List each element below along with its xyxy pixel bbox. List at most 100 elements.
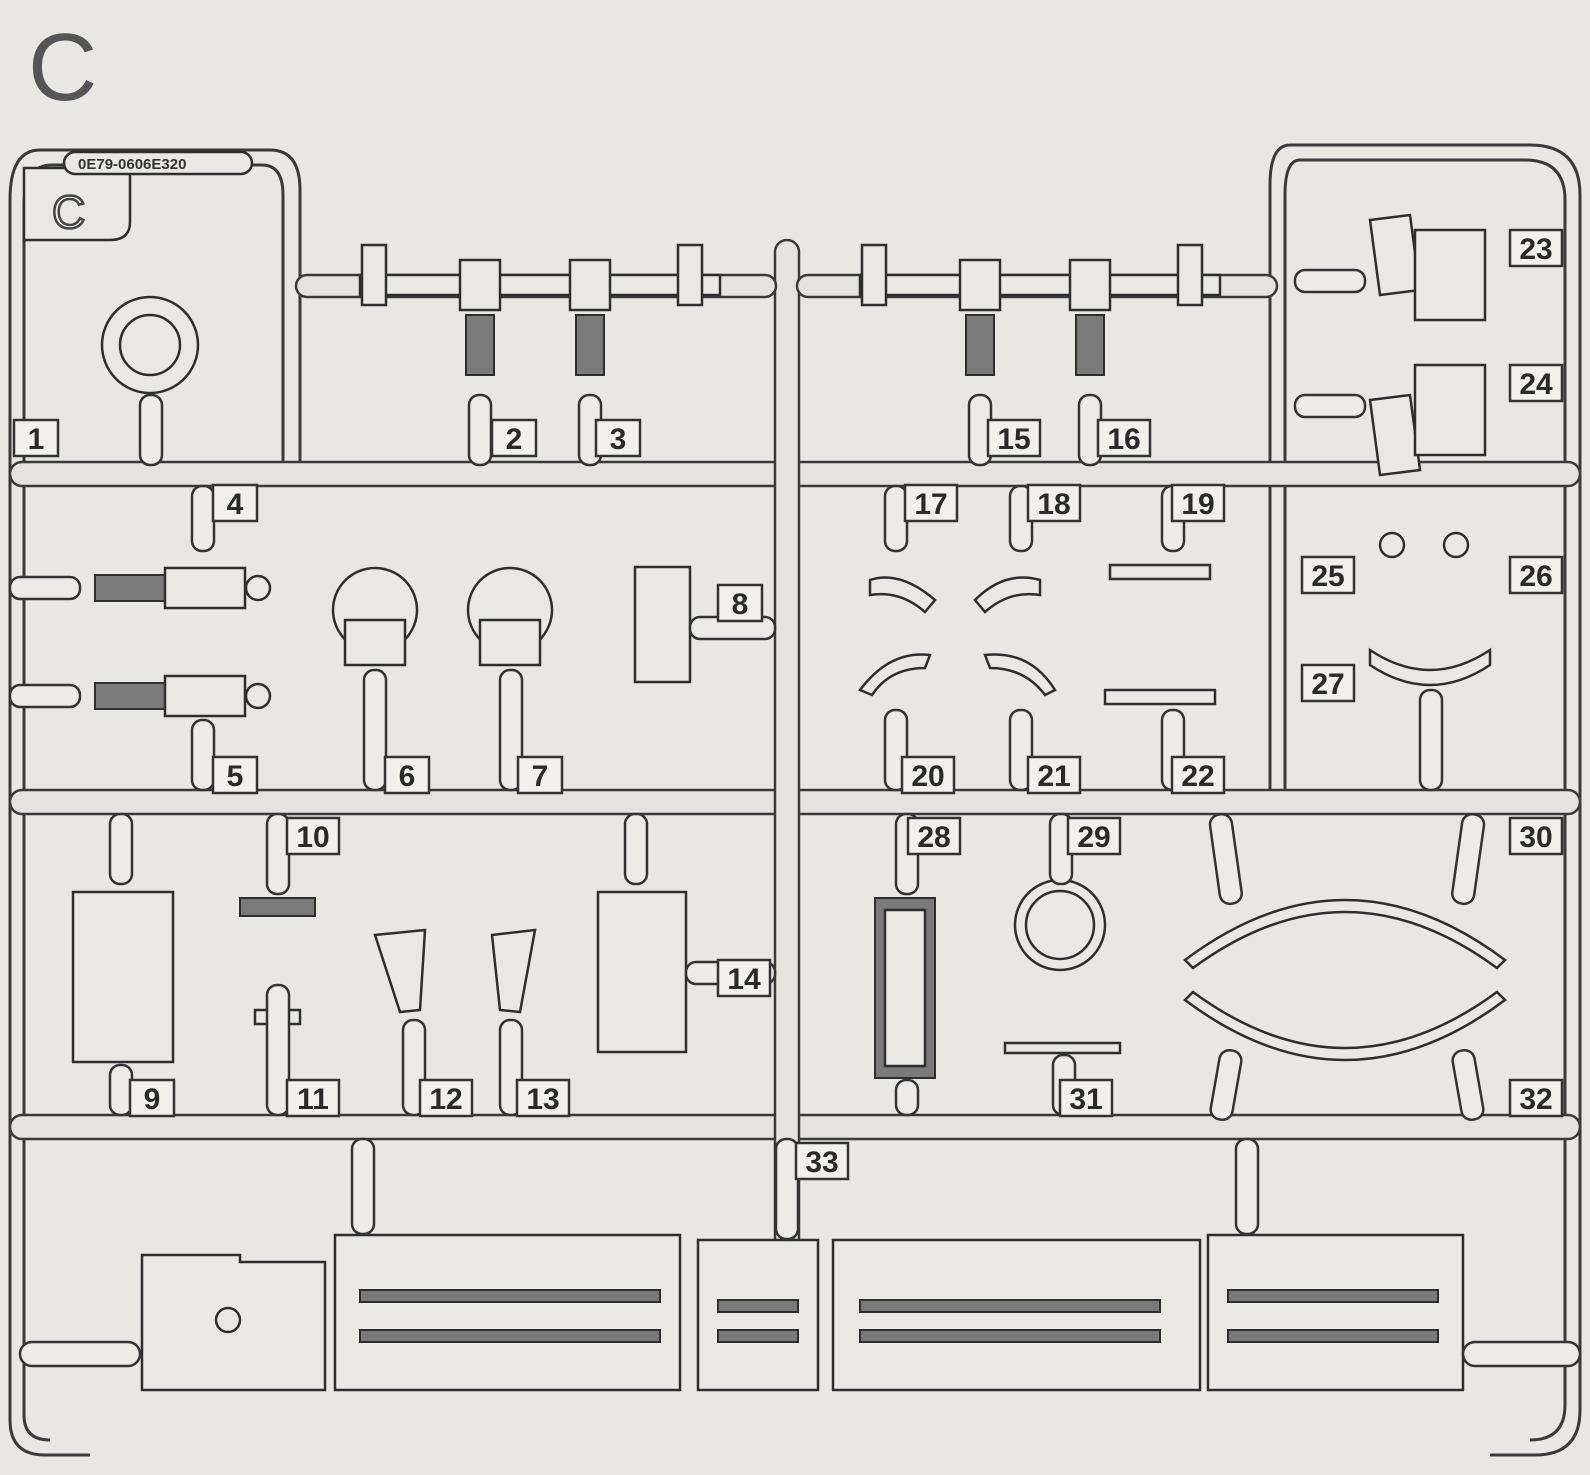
part-label-number: 30 [1519, 821, 1552, 854]
part-label-number: 13 [526, 1083, 559, 1116]
part-4-5-cylinders [8, 484, 272, 792]
part-label-26: 26 [1508, 555, 1564, 595]
part-label-box [490, 418, 538, 458]
part-label-box [1508, 363, 1564, 403]
part-label-12: 12 [418, 1078, 474, 1118]
part-label-box [1508, 1078, 1564, 1118]
part-6-7-pulleys [331, 566, 554, 792]
part-label-number: 5 [227, 760, 244, 793]
part-label-number: 28 [917, 821, 950, 854]
part-29-ring [1013, 812, 1107, 972]
part-label-number: 16 [1107, 423, 1140, 456]
part-label-number: 19 [1181, 488, 1214, 521]
part-9-plate [71, 812, 175, 1117]
part-label-number: 20 [911, 760, 944, 793]
part-label-23: 23 [1508, 228, 1564, 268]
part-label-box [1096, 418, 1152, 458]
part-label-number: 14 [727, 963, 761, 996]
part-label-box [1026, 483, 1082, 523]
part-label-11: 11 [285, 1078, 341, 1118]
part-label-box [128, 1078, 176, 1118]
part-label-number: 32 [1519, 1083, 1552, 1116]
part-label-number: 10 [296, 821, 329, 854]
part-label-30: 30 [1508, 816, 1564, 856]
part-label-18: 18 [1026, 483, 1082, 523]
part-10-11-pins [239, 812, 316, 1117]
part-label-box [383, 755, 431, 795]
part-label-number: 26 [1519, 560, 1552, 593]
part-8-box [633, 565, 777, 684]
part-label-number: 3 [610, 423, 627, 456]
part-label-24: 24 [1508, 363, 1564, 403]
part-label-8: 8 [716, 583, 764, 623]
tab-letter: C [52, 186, 85, 238]
part-17-22-clamps [858, 484, 1217, 792]
sprue-id-tab: C 0E79-0606E320 [22, 150, 254, 242]
part-label-number: 18 [1037, 488, 1070, 521]
part-label-number: 2 [506, 423, 523, 456]
part-label-box [211, 755, 259, 795]
part-label-box [285, 816, 341, 856]
part-label-3: 3 [594, 418, 642, 458]
part-label-number: 33 [805, 1146, 838, 1179]
part-label-6: 6 [383, 755, 431, 795]
part-label-box [1058, 1078, 1114, 1118]
part-label-4: 4 [211, 483, 259, 523]
part-label-box [716, 583, 764, 623]
part-label-1: 1 [12, 418, 60, 458]
part-label-28: 28 [906, 816, 962, 856]
part-label-31: 31 [1058, 1078, 1114, 1118]
part-15-16-linkage [858, 243, 1222, 467]
part-label-number: 11 [297, 1083, 329, 1116]
sprue-code: 0E79-0606E320 [78, 156, 186, 173]
part-label-number: 7 [532, 760, 549, 793]
part-label-9: 9 [128, 1078, 176, 1118]
part-1-gear-ring [100, 295, 200, 467]
part-23-24-brackets [1293, 213, 1487, 477]
part-label-number: 9 [144, 1083, 161, 1116]
part-30-32-arches [1183, 812, 1507, 1122]
part-label-box [1066, 816, 1122, 856]
part-33-chassis [18, 1137, 1582, 1392]
part-label-number: 12 [429, 1083, 462, 1116]
part-label-number: 8 [732, 588, 749, 621]
part-label-box [794, 1141, 850, 1181]
part-label-7: 7 [516, 755, 564, 795]
part-label-number: 23 [1519, 233, 1552, 266]
part-label-box [986, 418, 1042, 458]
part-label-box [1170, 483, 1226, 523]
part-label-25: 25 [1300, 555, 1356, 595]
part-label-27: 27 [1300, 663, 1356, 703]
part-label-box [903, 483, 959, 523]
part-label-box [1508, 555, 1564, 595]
part-label-box [1300, 555, 1356, 595]
part-label-33: 33 [794, 1141, 850, 1181]
part-label-21: 21 [1026, 755, 1082, 795]
part-label-number: 27 [1311, 668, 1344, 701]
part-28-frame [874, 812, 936, 1117]
part-label-box [1508, 816, 1564, 856]
part-label-20: 20 [900, 755, 956, 795]
part-label-box [1300, 663, 1356, 703]
part-label-box [285, 1078, 341, 1118]
part-label-22: 22 [1170, 755, 1226, 795]
part-label-13: 13 [515, 1078, 571, 1118]
part-label-15: 15 [986, 418, 1042, 458]
part-label-box [211, 483, 259, 523]
part-label-box [1026, 755, 1082, 795]
sheet-letter: C [28, 14, 97, 121]
part-label-17: 17 [903, 483, 959, 523]
part-label-box [594, 418, 642, 458]
part-label-number: 1 [28, 423, 45, 456]
part-label-box [900, 755, 956, 795]
part-label-number: 6 [399, 760, 416, 793]
part-2-3-linkage [358, 243, 722, 467]
part-label-number: 31 [1069, 1083, 1102, 1116]
part-25-27-small [1368, 531, 1492, 792]
part-14-panel [596, 812, 777, 1054]
part-label-16: 16 [1096, 418, 1152, 458]
part-label-number: 17 [914, 488, 947, 521]
part-label-14: 14 [716, 958, 772, 998]
